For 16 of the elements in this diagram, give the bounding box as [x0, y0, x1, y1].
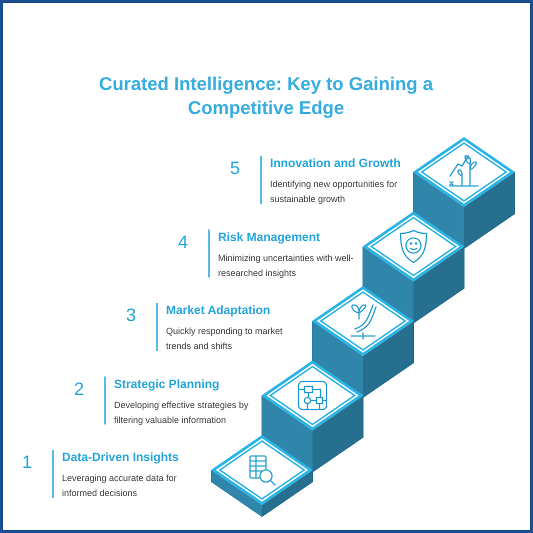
step-number: 2	[74, 378, 84, 398]
step-heading: Market Adaptation	[166, 303, 270, 317]
step-heading: Data-Driven Insights	[62, 450, 179, 464]
title: Curated Intelligence: Key to Gaining a Competitive Edge	[98, 72, 434, 120]
step-heading: Risk Management	[218, 230, 320, 244]
step-heading: Strategic Planning	[114, 376, 220, 390]
step-description: Identifying new opportunities for sustainable growth	[270, 178, 398, 206]
step-number: 3	[126, 305, 136, 325]
step-description: Quickly responding to market trends and shifts	[166, 325, 284, 353]
step-number: 1	[22, 452, 32, 472]
step-description: Developing effective strategies by filtering valuable information	[114, 398, 250, 427]
step-description: Leveraging accurate data for informed decisions	[62, 472, 178, 500]
step-number: 5	[230, 158, 240, 178]
step-number: 4	[178, 232, 188, 252]
step-heading: Innovation and Growth	[270, 156, 401, 170]
step-description: Minimizing uncertainties with well-researched insights	[218, 252, 355, 280]
